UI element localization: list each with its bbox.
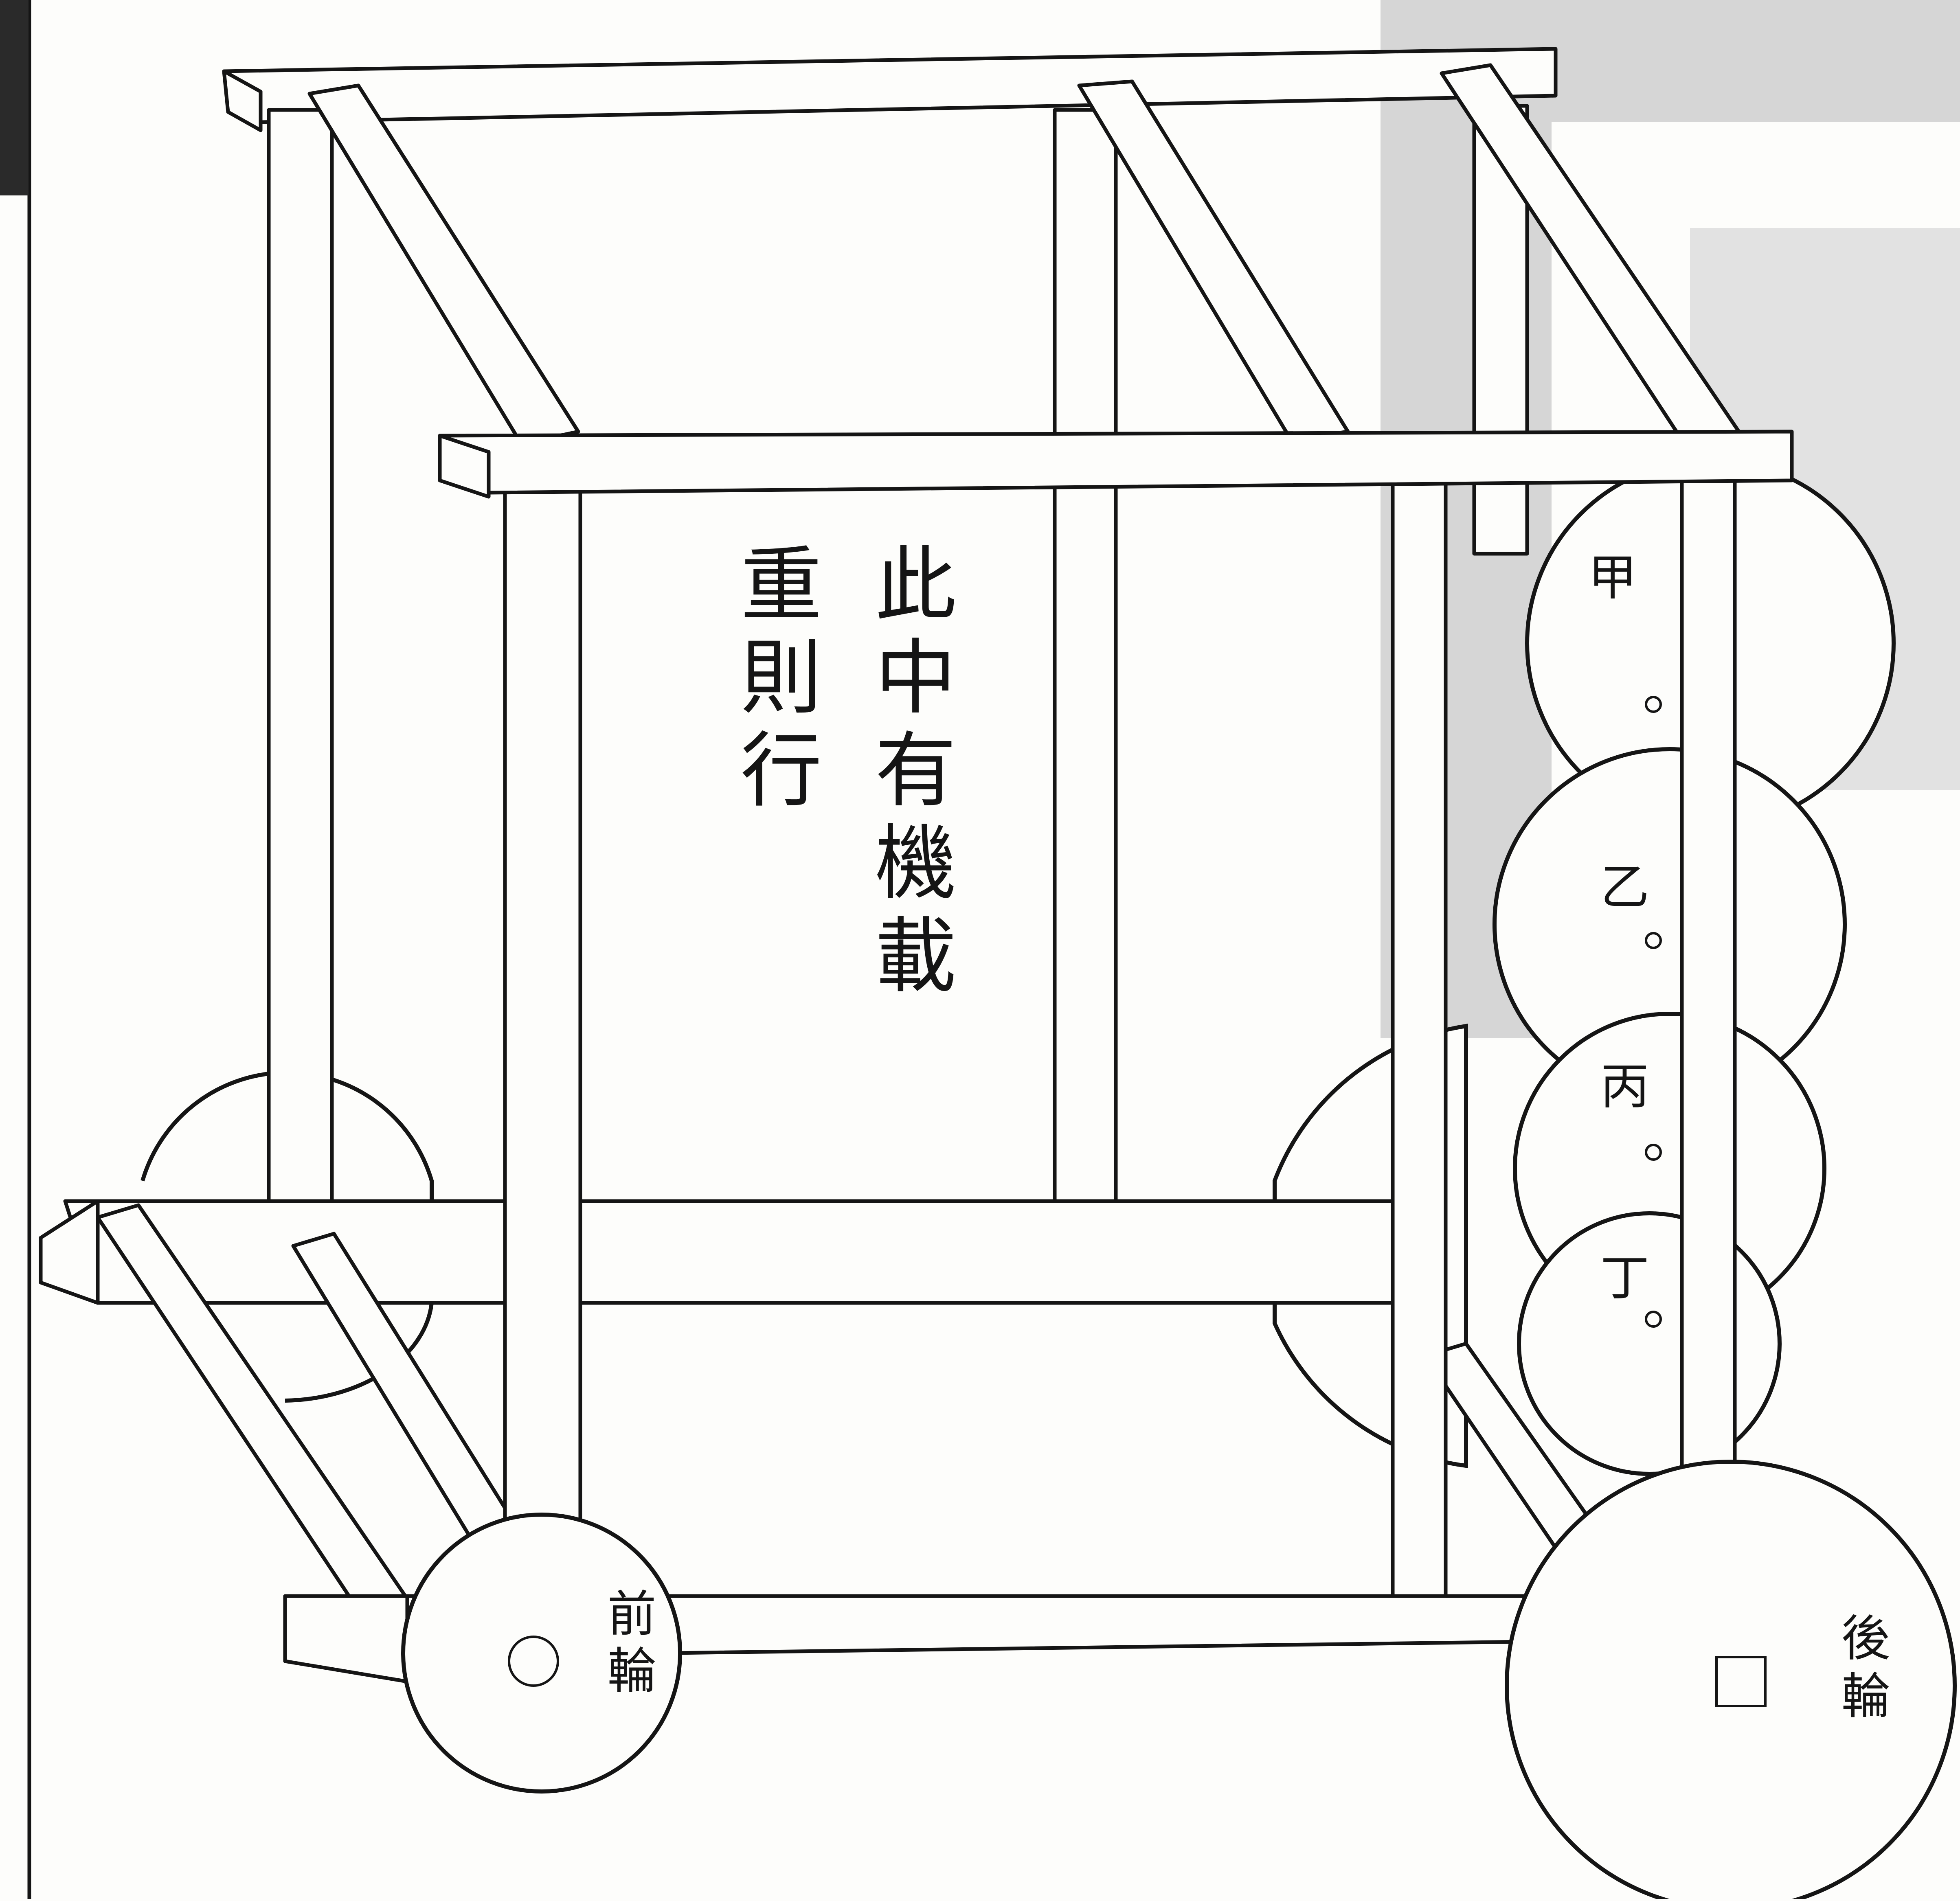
front-wheel-rim (401, 1513, 682, 1794)
weight-pin-bing (1645, 1144, 1662, 1161)
top-brace-left (307, 83, 580, 446)
page-edge-mark (0, 0, 29, 195)
front-wheel: 前輪 (401, 1513, 682, 1794)
top-rear-rail (222, 47, 1558, 124)
weight-label-bing: 丙 (1600, 1059, 1649, 1115)
front-right-post (1391, 478, 1448, 1598)
rear-wheel-rim (1505, 1460, 1957, 1901)
caption-column-left: 重則行 (726, 542, 821, 820)
front-wheel-hub (508, 1636, 559, 1687)
top-rear-rail-end (222, 69, 263, 132)
bottom-side-beam-end (39, 1199, 100, 1305)
weight-pin-yi (1645, 932, 1662, 949)
rear-wheel: 後輪 (1505, 1460, 1957, 1901)
weight-pin-jia (1645, 696, 1662, 713)
rear-left-post (267, 108, 334, 1207)
front-top-rail (438, 430, 1794, 495)
weight-label-jia: 甲 (1588, 550, 1637, 606)
weight-label-yi: 乙 (1600, 859, 1649, 916)
rear-middle-post (1053, 108, 1118, 1203)
weight-guide-post (1680, 478, 1737, 1480)
weight-ding (1517, 1211, 1782, 1476)
rear-wheel-label: 後輪 (1833, 1612, 1890, 1728)
weight-label-ding: 丁 (1600, 1250, 1649, 1307)
caption-column-right: 此中有機載 (861, 542, 956, 1006)
top-brace-middle (1077, 79, 1350, 442)
front-wheel-label: 前輪 (599, 1588, 656, 1702)
front-left-post (503, 478, 582, 1557)
front-axle-block (283, 1594, 409, 1684)
weight-pin-ding (1645, 1311, 1662, 1328)
front-top-rail-end (438, 434, 491, 499)
rear-wheel-hub (1715, 1656, 1767, 1707)
bottom-side-beam (63, 1199, 1407, 1305)
weight-stack: 甲 乙 丙 丁 (1492, 458, 1896, 1480)
